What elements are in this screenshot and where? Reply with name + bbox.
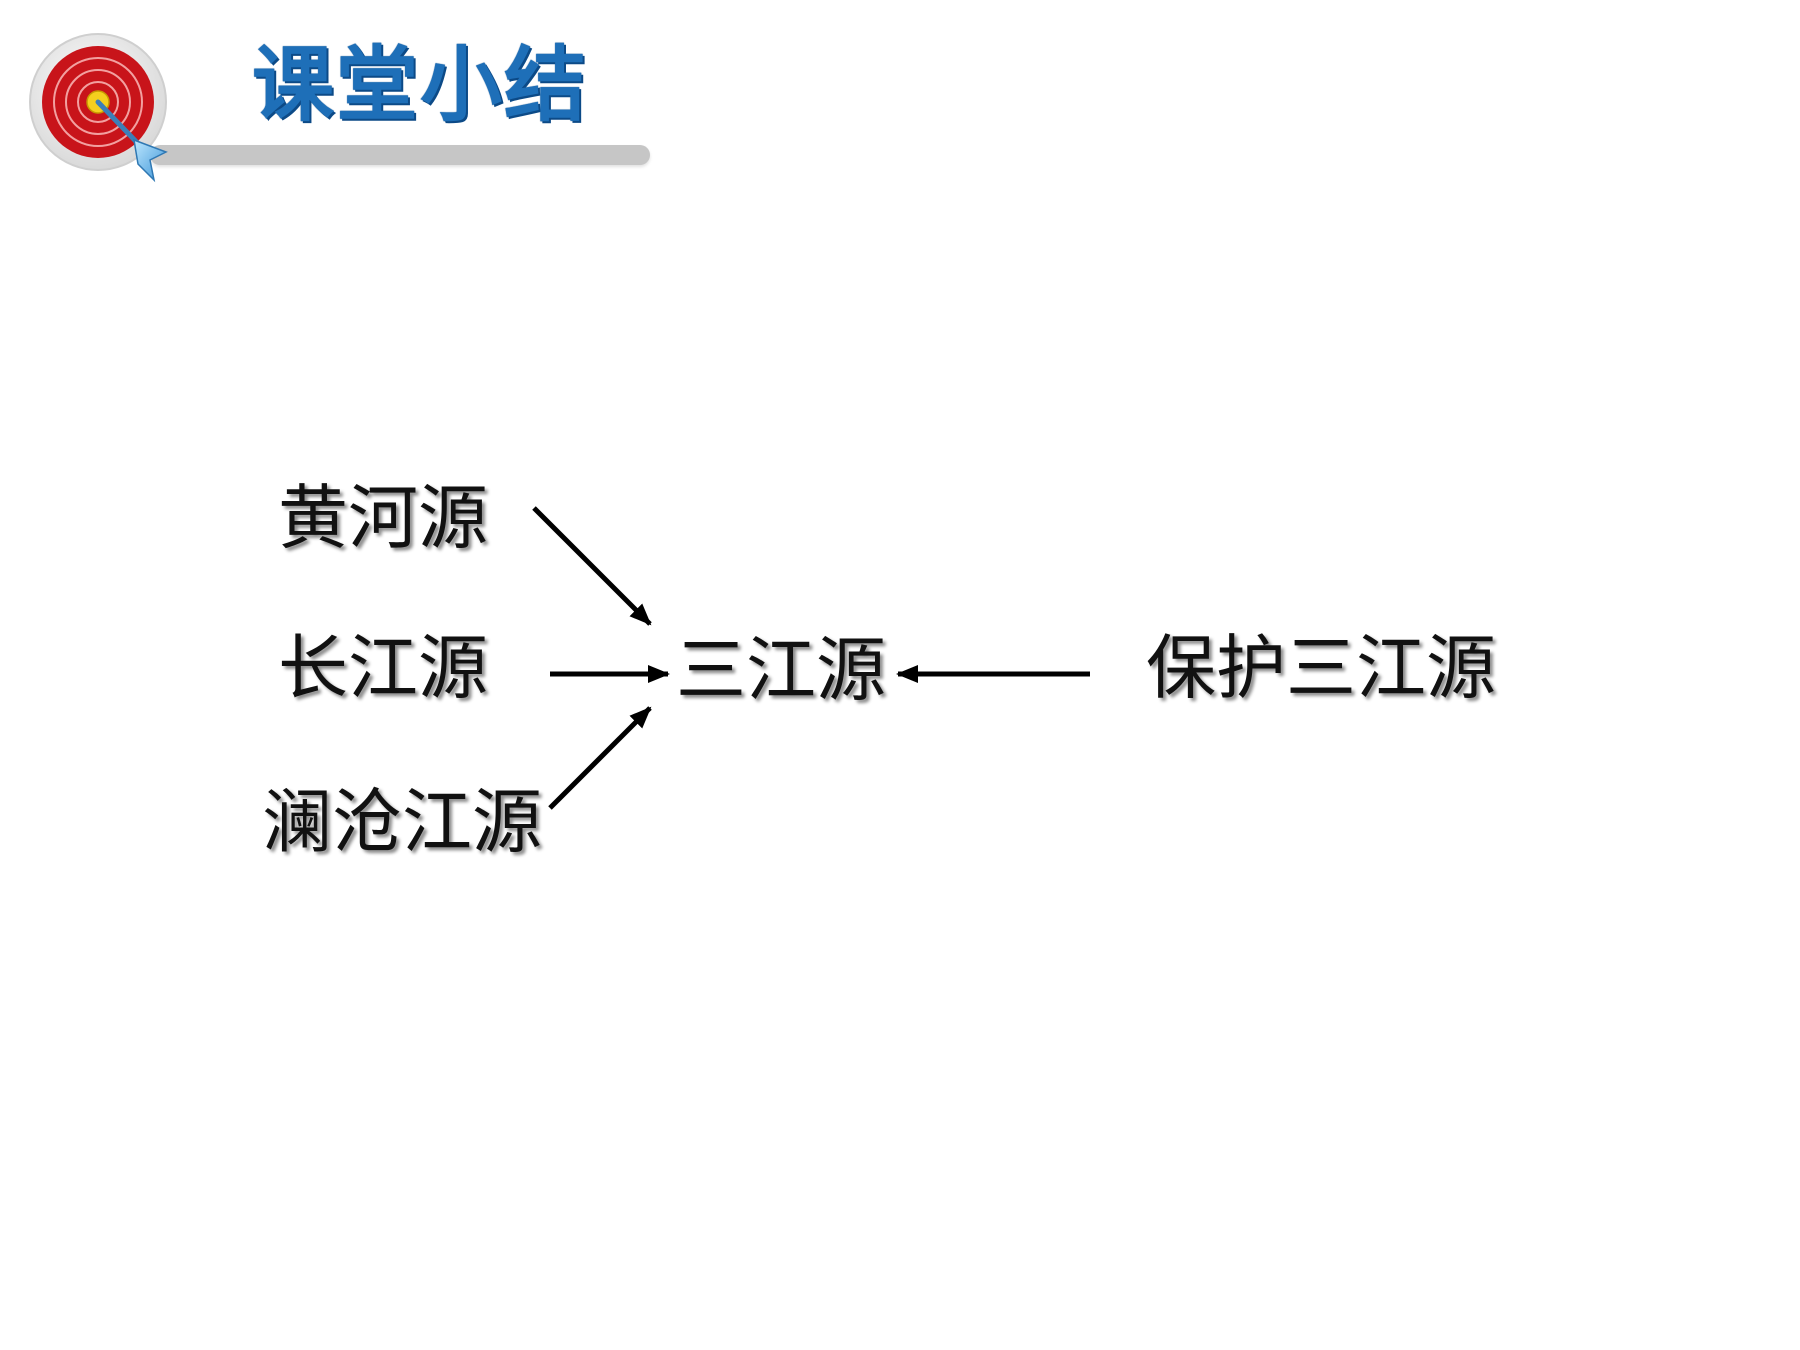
target-dart-icon xyxy=(29,33,168,183)
arrow-yellow-to-sanjiang xyxy=(532,506,652,626)
arrow-lancang-to-sanjiang xyxy=(548,706,652,810)
node-yellow-river-source: 黄河源 xyxy=(278,477,488,559)
node-sanjiangyuan: 三江源 xyxy=(676,629,886,711)
node-yangtze-source: 长江源 xyxy=(278,627,488,709)
node-lancang-source: 澜沧江源 xyxy=(262,781,542,863)
slide-title: 课堂小结 xyxy=(252,38,589,133)
node-protect-sanjiangyuan: 保护三江源 xyxy=(1146,627,1496,709)
header-underline-bar xyxy=(150,145,650,165)
